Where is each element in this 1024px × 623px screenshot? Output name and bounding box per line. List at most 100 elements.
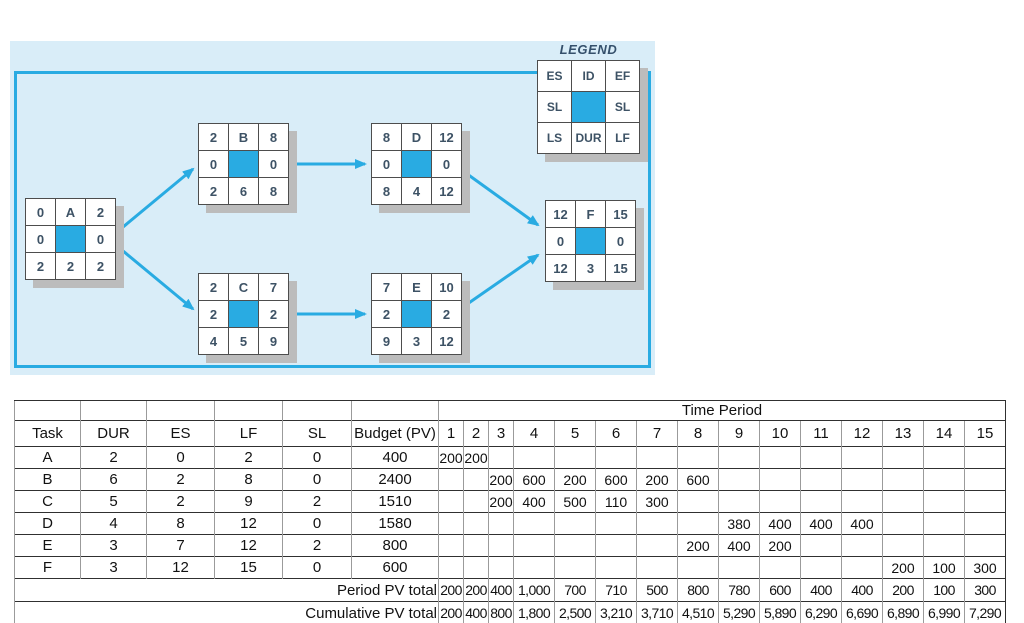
cell-F-period-13: 200 <box>882 556 924 579</box>
cell-C-task: C <box>14 490 81 513</box>
cell-E-sl: 2 <box>282 534 352 557</box>
cumulative-pv-total-period-15: 7,290 <box>964 601 1006 623</box>
task-node-A-cell-3: 0 <box>26 226 55 252</box>
task-node-D-cell-8: 12 <box>432 178 461 204</box>
cumulative-pv-total-label: Cumulative PV total <box>14 601 439 623</box>
period-pv-total-period-5: 700 <box>554 578 596 602</box>
time-period-header: Time Period <box>438 400 1006 421</box>
cell-E-period-4 <box>513 534 555 557</box>
task-node-C-cell-5: 2 <box>259 301 288 327</box>
task-node-C-cell-1: C <box>229 274 258 300</box>
cell-A-period-15 <box>964 446 1006 469</box>
cell-C-sl: 2 <box>282 490 352 513</box>
cell-D-period-3 <box>488 512 514 535</box>
cell-E-period-11 <box>800 534 842 557</box>
period-header-5: 5 <box>554 420 596 447</box>
cell-B-es: 2 <box>146 468 215 491</box>
cell-C-period-10 <box>759 490 801 513</box>
period-pv-total-period-9: 780 <box>718 578 760 602</box>
cell-A-period-9 <box>718 446 760 469</box>
cell-A-period-6 <box>595 446 637 469</box>
task-node-E-cell-6: 9 <box>372 328 401 354</box>
cell-C-period-9 <box>718 490 760 513</box>
cell-D-sl: 0 <box>282 512 352 535</box>
legend-node-cell-5: SL <box>606 92 639 122</box>
cell-B-period-15 <box>964 468 1006 491</box>
cell-C-period-3: 200 <box>488 490 514 513</box>
task-node-D-cell-6: 8 <box>372 178 401 204</box>
cell-D-lf: 12 <box>214 512 283 535</box>
period-pv-total-label: Period PV total <box>14 578 439 602</box>
task-node-F-cell-1: F <box>576 201 605 227</box>
cell-C-budget: 1510 <box>351 490 439 513</box>
cell-F-period-5 <box>554 556 596 579</box>
task-node-D-cell-7: 4 <box>402 178 431 204</box>
cell-A-task: A <box>14 446 81 469</box>
cell-D-dur: 4 <box>80 512 147 535</box>
cell-F-es: 12 <box>146 556 215 579</box>
cell-C-period-14 <box>923 490 965 513</box>
cumulative-pv-total-period-7: 3,710 <box>636 601 678 623</box>
cell-E-period-6 <box>595 534 637 557</box>
period-header-15: 15 <box>964 420 1006 447</box>
cell-C-period-7: 300 <box>636 490 678 513</box>
task-node-F-cell-4 <box>576 228 605 254</box>
cell-B-dur: 6 <box>80 468 147 491</box>
col-header-dur: DUR <box>80 420 147 447</box>
col-header-task: Task <box>14 420 81 447</box>
period-header-11: 11 <box>800 420 842 447</box>
cell-B-task: B <box>14 468 81 491</box>
cell-F-period-1 <box>438 556 464 579</box>
task-node-D-cell-0: 8 <box>372 124 401 150</box>
cell-A-period-10 <box>759 446 801 469</box>
cell-E-period-1 <box>438 534 464 557</box>
cumulative-pv-total-period-1: 200 <box>438 601 464 623</box>
cell-A-period-7 <box>636 446 678 469</box>
cell-A-period-4 <box>513 446 555 469</box>
cell-F-period-15: 300 <box>964 556 1006 579</box>
period-pv-total-period-2: 200 <box>463 578 489 602</box>
cell-B-period-8: 600 <box>677 468 719 491</box>
period-header-14: 14 <box>923 420 965 447</box>
cell-A-period-2: 200 <box>463 446 489 469</box>
cell-C-period-8 <box>677 490 719 513</box>
task-node-F-cell-7: 3 <box>576 255 605 281</box>
task-node-C-cell-2: 7 <box>259 274 288 300</box>
task-node-B-cell-0: 2 <box>199 124 228 150</box>
cell-D-es: 8 <box>146 512 215 535</box>
task-node-E-cell-5: 2 <box>432 301 461 327</box>
spacer-cell-3 <box>214 400 283 421</box>
task-node-C-cell-6: 4 <box>199 328 228 354</box>
cumulative-pv-total-period-13: 6,890 <box>882 601 924 623</box>
task-node-D-cell-3: 0 <box>372 151 401 177</box>
period-header-10: 10 <box>759 420 801 447</box>
legend-node-cell-6: LS <box>538 123 571 153</box>
cell-B-period-9 <box>718 468 760 491</box>
cell-A-sl: 0 <box>282 446 352 469</box>
cell-B-period-1 <box>438 468 464 491</box>
cell-F-period-4 <box>513 556 555 579</box>
task-node-D-cell-5: 0 <box>432 151 461 177</box>
cell-D-task: D <box>14 512 81 535</box>
cell-C-period-12 <box>841 490 883 513</box>
cell-F-period-10 <box>759 556 801 579</box>
cell-E-period-13 <box>882 534 924 557</box>
cell-F-period-2 <box>463 556 489 579</box>
spacer-cell-4 <box>282 400 352 421</box>
period-header-1: 1 <box>438 420 464 447</box>
cell-F-period-6 <box>595 556 637 579</box>
cell-A-period-5 <box>554 446 596 469</box>
task-node-B-cell-5: 0 <box>259 151 288 177</box>
cell-D-period-13 <box>882 512 924 535</box>
cell-D-period-9: 380 <box>718 512 760 535</box>
cumulative-pv-total-period-9: 5,290 <box>718 601 760 623</box>
cumulative-pv-total-period-5: 2,500 <box>554 601 596 623</box>
cell-E-lf: 12 <box>214 534 283 557</box>
cell-B-period-5: 200 <box>554 468 596 491</box>
